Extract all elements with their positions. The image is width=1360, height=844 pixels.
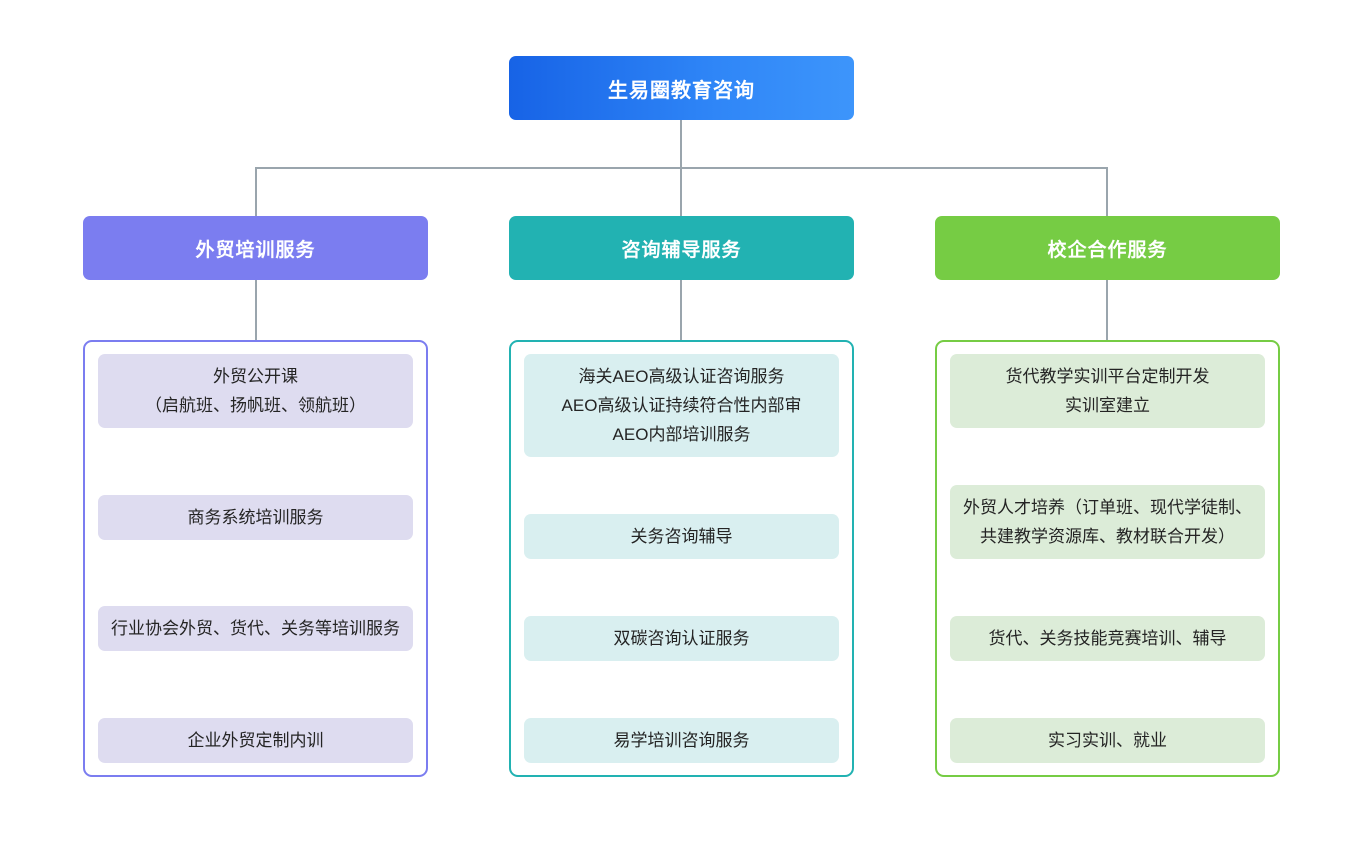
branch-body-school-enterprise-cooperation: 货代教学实训平台定制开发 实训室建立 外贸人才培养（订单班、现代学徒制、共建教学… — [935, 340, 1280, 777]
branch-item-card[interactable]: 外贸人才培养（订单班、现代学徒制、共建教学资源库、教材联合开发） — [950, 485, 1265, 559]
branch-item-card[interactable]: 商务系统培训服务 — [98, 494, 413, 540]
root-node[interactable]: 生易圈教育咨询 — [509, 56, 854, 120]
branch-body-foreign-trade-training: 外贸公开课 （启航班、扬帆班、领航班） 商务系统培训服务 行业协会外贸、货代、关… — [83, 340, 428, 777]
branch-drop-connector-left — [255, 167, 257, 216]
body-connector-left — [255, 280, 257, 340]
branch-header-foreign-trade-training[interactable]: 外贸培训服务 — [83, 216, 428, 280]
branch-header-consulting-guidance[interactable]: 咨询辅导服务 — [509, 216, 854, 280]
branch-item-card[interactable]: 实习实训、就业 — [950, 718, 1265, 763]
branch-header-school-enterprise-cooperation[interactable]: 校企合作服务 — [935, 216, 1280, 280]
root-stem-connector — [680, 120, 682, 168]
branch-header-label: 咨询辅导服务 — [621, 239, 742, 261]
branch-header-label: 外贸培训服务 — [195, 239, 316, 261]
branch-header-label: 校企合作服务 — [1047, 239, 1168, 261]
branch-item-card[interactable]: 企业外贸定制内训 — [98, 717, 413, 763]
branch-item-card[interactable]: 行业协会外贸、货代、关务等培训服务 — [98, 606, 413, 652]
branch-drop-connector-middle — [680, 167, 682, 216]
body-connector-right — [1106, 280, 1108, 340]
branch-school-enterprise-cooperation: 校企合作服务 货代教学实训平台定制开发 实训室建立 外贸人才培养（订单班、现代学… — [935, 216, 1280, 777]
branch-item-card[interactable]: 海关AEO高级认证咨询服务 AEO高级认证持续符合性内部审 AEO内部培训服务 — [524, 354, 839, 457]
branch-item-card[interactable]: 货代、关务技能竞赛培训、辅导 — [950, 616, 1265, 661]
branch-consulting-guidance: 咨询辅导服务 海关AEO高级认证咨询服务 AEO高级认证持续符合性内部审 AEO… — [509, 216, 854, 777]
branch-item-card[interactable]: 货代教学实训平台定制开发 实训室建立 — [950, 354, 1265, 428]
branch-item-card[interactable]: 外贸公开课 （启航班、扬帆班、领航班） — [98, 354, 413, 428]
branch-item-card[interactable]: 双碳咨询认证服务 — [524, 616, 839, 661]
branch-foreign-trade-training: 外贸培训服务 外贸公开课 （启航班、扬帆班、领航班） 商务系统培训服务 行业协会… — [83, 216, 428, 777]
branch-drop-connector-right — [1106, 167, 1108, 216]
branch-body-consulting-guidance: 海关AEO高级认证咨询服务 AEO高级认证持续符合性内部审 AEO内部培训服务 … — [509, 340, 854, 777]
body-connector-middle — [680, 280, 682, 340]
root-node-label: 生易圈教育咨询 — [608, 79, 755, 102]
branch-item-card[interactable]: 易学培训咨询服务 — [524, 718, 839, 763]
branch-item-card[interactable]: 关务咨询辅导 — [524, 514, 839, 559]
